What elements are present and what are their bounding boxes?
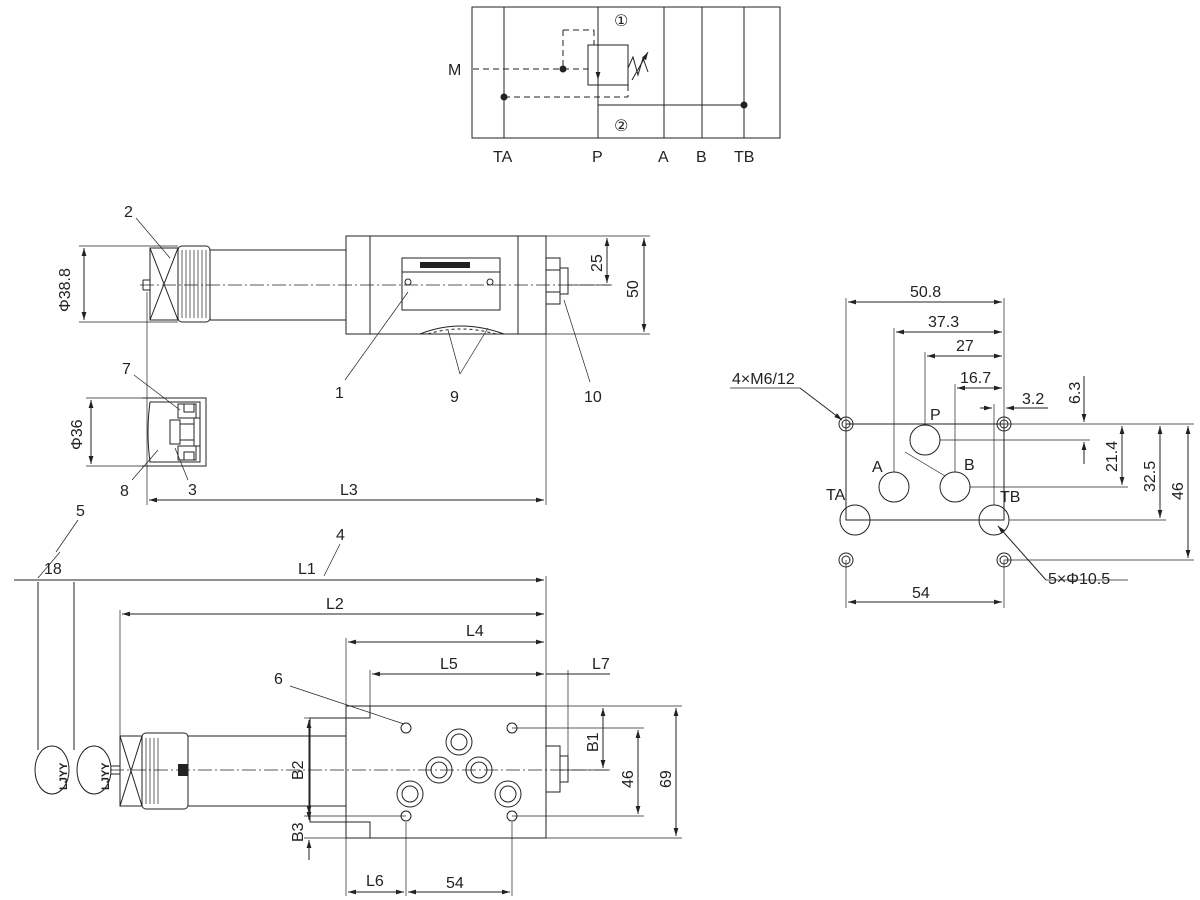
- dim-b2: B2: [290, 760, 307, 780]
- dim-27: 27: [956, 338, 974, 355]
- symbol-label-a: A: [658, 149, 669, 166]
- symbol-label-tb: TB: [734, 149, 754, 166]
- dim-69: 69: [658, 770, 675, 788]
- dim-46-mount: 46: [1170, 482, 1187, 500]
- dim-16-7: 16.7: [960, 370, 991, 387]
- callout-9: 9: [450, 389, 459, 406]
- callout-2: 2: [124, 204, 133, 221]
- callout-8: 8: [120, 483, 129, 500]
- symbol-label-ta: TA: [493, 149, 513, 166]
- symbol-label-b: B: [696, 149, 707, 166]
- dim-46-side: 46: [620, 770, 637, 788]
- top-view: LJYY LJYY L1 18: [14, 503, 682, 896]
- dim-25: 25: [589, 254, 606, 272]
- mount-label-ta: TA: [826, 487, 846, 504]
- dim-54-top: 54: [446, 875, 464, 892]
- dim-dia-cap: Φ36: [69, 419, 86, 450]
- key-brand-left: LJYY: [58, 762, 70, 790]
- mount-label-a: A: [872, 459, 883, 476]
- symbol-mark-2: ②: [614, 118, 628, 135]
- symbol-label-p: P: [592, 149, 603, 166]
- dim-b3: B3: [290, 822, 307, 842]
- dim-18: 18: [44, 561, 62, 578]
- callout-3: 3: [188, 482, 197, 499]
- callout-4: 4: [336, 527, 345, 544]
- mount-label-b: B: [964, 457, 975, 474]
- dim-3-2: 3.2: [1022, 391, 1044, 408]
- callout-1: 1: [335, 385, 344, 402]
- mount-label-tb: TB: [1000, 489, 1020, 506]
- callout-10: 10: [584, 389, 602, 406]
- dim-b1: B1: [585, 732, 602, 752]
- mount-label-p: P: [930, 407, 941, 424]
- dim-21-4: 21.4: [1104, 441, 1121, 472]
- side-view: Φ38.8 25 50 Φ36 L3 2 1 9: [57, 204, 650, 505]
- dim-50: 50: [625, 280, 642, 298]
- dim-l6: L6: [366, 873, 384, 890]
- dim-l1: L1: [298, 561, 316, 578]
- mounting-pattern: P A B TA TB 50.8 37.3 27 16.7 3.2 6.3 21…: [730, 284, 1194, 608]
- key-brand-right: LJYY: [100, 762, 112, 790]
- dim-l5: L5: [440, 656, 458, 673]
- callout-7: 7: [122, 361, 131, 378]
- dim-l7: L7: [592, 656, 610, 673]
- symbol-mark-1: ①: [614, 13, 628, 30]
- note-thread: 4×M6/12: [732, 371, 795, 388]
- dim-l2: L2: [326, 596, 344, 613]
- hydraulic-symbol: M ① ② TA P A B TB: [448, 6, 781, 166]
- dim-6-3: 6.3: [1067, 382, 1084, 404]
- dim-32-5: 32.5: [1142, 461, 1159, 492]
- note-holes: 5×Φ10.5: [1048, 571, 1110, 588]
- dim-37-3: 37.3: [928, 314, 959, 331]
- dim-dia-knob: Φ38.8: [57, 268, 74, 312]
- dim-54-mount: 54: [912, 585, 930, 602]
- dim-l4: L4: [466, 623, 484, 640]
- dim-50-8: 50.8: [910, 284, 941, 301]
- callout-5: 5: [76, 503, 85, 520]
- symbol-label-m: M: [448, 62, 461, 79]
- callout-6: 6: [274, 671, 283, 688]
- dim-l3: L3: [340, 482, 358, 499]
